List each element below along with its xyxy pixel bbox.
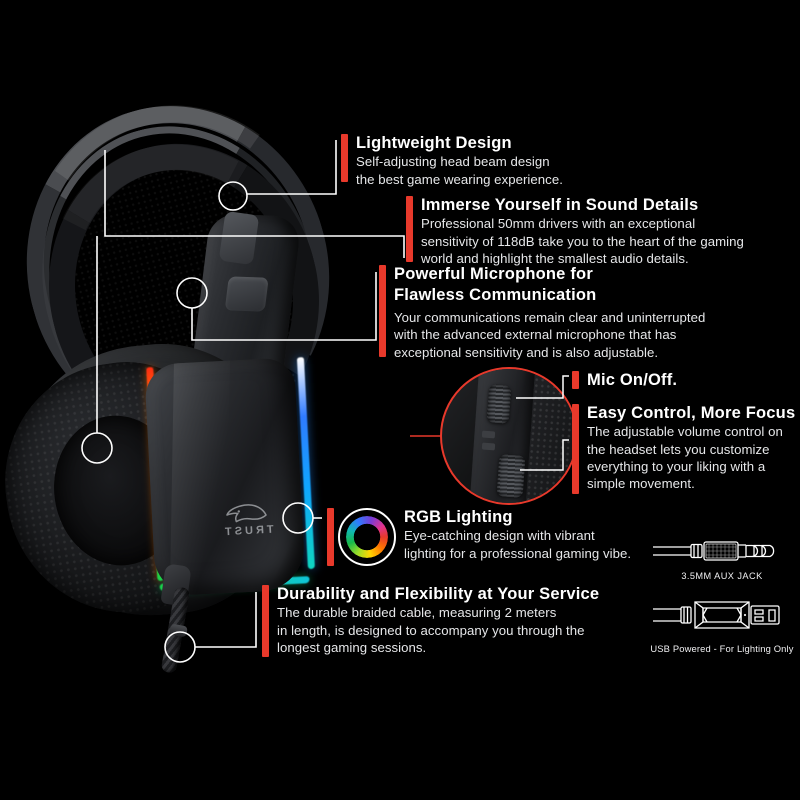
callout-sound-details: Immerse Yourself in Sound Details Profes… [406, 196, 744, 266]
accent-bar [379, 265, 386, 357]
callout-title: Easy Control, More Focus [587, 404, 796, 422]
callout-title: Immerse Yourself in Sound Details [421, 196, 699, 214]
callout-title: Durability and Flexibility at Your Servi… [277, 585, 600, 603]
rgb-color-wheel-icon [338, 508, 396, 566]
brand-logo: TRUST [211, 491, 283, 539]
accent-bar [262, 585, 269, 657]
aux-jack-block: 3.5MM AUX JACK [648, 536, 796, 581]
callout-text: The adjustable volume control on the hea… [587, 424, 783, 492]
callout-text: The durable braided cable, measuring 2 m… [277, 605, 585, 656]
accent-bar [341, 134, 348, 182]
usb-connector-caption: USB Powered - For Lighting Only [650, 643, 794, 654]
callout-title: RGB Lighting [404, 508, 513, 526]
wolf-head-icon [226, 504, 267, 523]
usb-connector-icon [653, 601, 780, 629]
callout-title: Lightweight Design [356, 134, 512, 152]
callout-title-line1: Powerful Microphone for [394, 265, 593, 283]
callout-lightweight-design: Lightweight Design Self-adjusting head b… [341, 134, 563, 187]
aux-jack-caption: 3.5MM AUX JACK [681, 571, 763, 581]
accent-bar [572, 404, 579, 494]
callout-mic-on-off: Mic On/Off. [572, 371, 677, 389]
connector-legend: 3.5MM AUX JACK [648, 536, 796, 654]
callout-title-line2: Flawless Communication [394, 286, 597, 305]
callout-rgb-lighting: RGB Lighting Eye-catching design with vi… [404, 508, 631, 570]
callout-text: Your communications remain clear and uni… [394, 309, 706, 360]
accent-bar [406, 196, 413, 262]
callout-title: Mic On/Off. [587, 371, 678, 389]
callout-text: Eye-catching design with vibrant lightin… [404, 528, 632, 561]
product-photo-headset: TRUST [0, 70, 380, 695]
accent-bar-rgb [327, 508, 334, 566]
callout-easy-control: Easy Control, More Focus The adjustable … [572, 404, 795, 494]
callout-durability-flexibility: Durability and Flexibility at Your Servi… [262, 585, 599, 657]
usb-connector-block: USB Powered - For Lighting Only [648, 592, 796, 654]
callout-powerful-microphone: Powerful Microphone for Flawless Communi… [379, 265, 705, 360]
callout-text: Professional 50mm drivers with an except… [421, 216, 744, 267]
aux-jack-icon [653, 541, 775, 561]
callout-text: Self-adjusting head beam design the best… [356, 154, 563, 187]
accent-bar [572, 371, 579, 389]
